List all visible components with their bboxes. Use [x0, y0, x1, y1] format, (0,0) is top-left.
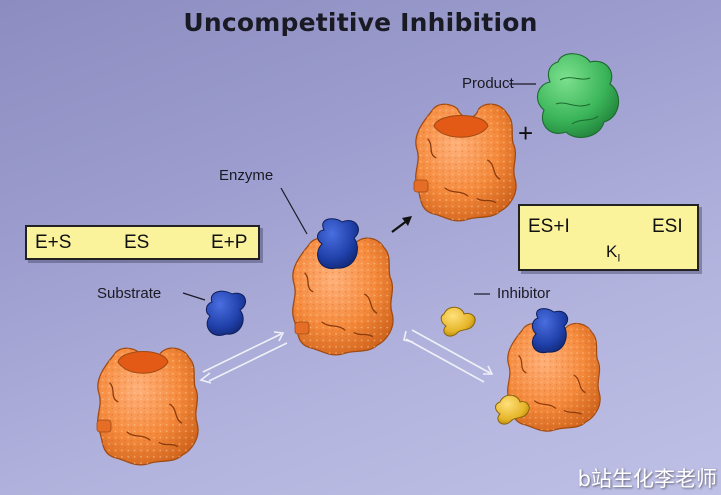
eq-e-s: E+S	[35, 232, 72, 253]
label-substrate: Substrate	[97, 285, 162, 302]
eq-e-p: E+P	[211, 232, 248, 253]
inhibitor-molecule	[440, 306, 476, 337]
label-inhibitor: Inhibitor	[497, 285, 551, 302]
eq-ki: KI	[606, 242, 620, 264]
eq-k-sub: I	[617, 252, 621, 265]
page-title: Uncompetitive Inhibition	[183, 8, 538, 37]
substrate-molecule	[205, 290, 247, 336]
eq-esi: ESI	[652, 216, 683, 237]
label-enzyme: Enzyme	[219, 167, 274, 184]
eq-es: ES	[124, 232, 150, 253]
enzyme-released	[413, 103, 517, 222]
leader-lines	[182, 83, 536, 301]
label-product: Product	[462, 75, 514, 92]
plus-sign: +	[518, 118, 534, 148]
equilibrium-arrow-e-es	[199, 331, 288, 384]
equation-box-left: E+S ES E+P	[25, 225, 260, 260]
enzyme-substrate-inhibitor-complex	[495, 308, 601, 432]
enzyme-free	[96, 347, 199, 466]
eq-es-i: ES+I	[528, 216, 570, 237]
watermark-text: b站生化李老师	[577, 467, 717, 491]
enzyme-substrate-complex	[292, 218, 394, 356]
eq-k: K	[606, 242, 618, 261]
equation-box-right: ES+I ESI KI	[518, 204, 699, 271]
equilibrium-arrow-es-esi	[403, 329, 494, 383]
product-molecule	[536, 53, 620, 138]
arrow-es-to-product	[391, 216, 412, 233]
